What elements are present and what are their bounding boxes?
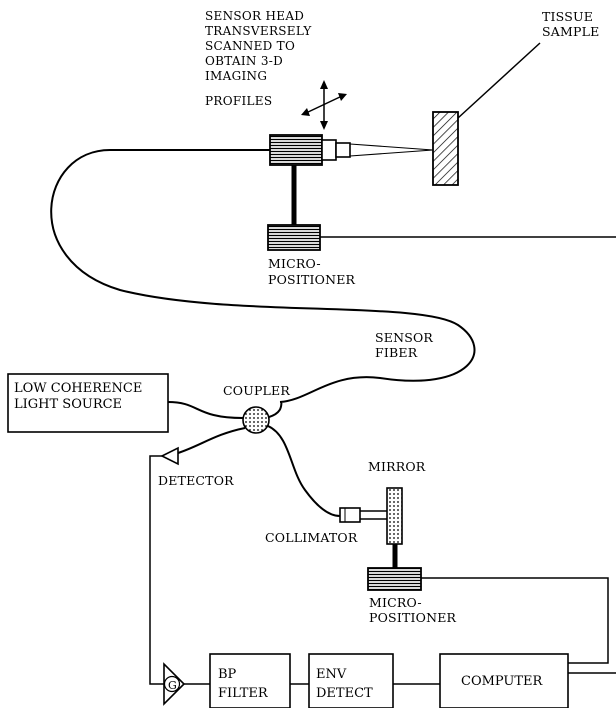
computer-label: COMPUTER xyxy=(461,674,544,689)
bp-filter-label-line: BP xyxy=(218,667,237,682)
micropositioner-top-block xyxy=(267,224,321,251)
sensor-head-note-line: SCANNED TO xyxy=(205,39,295,53)
sensor-fiber xyxy=(50,149,476,403)
sensor-head-lens xyxy=(321,139,337,161)
micropositioner-bottom-label-line: POSITIONER xyxy=(369,610,457,625)
sensor-fiber-label-line: SENSOR xyxy=(375,330,433,345)
sensor-fiber-label-line: FIBER xyxy=(375,345,418,360)
env-detect-label-line: DETECT xyxy=(316,686,373,701)
tissue-label-line: SAMPLE xyxy=(542,24,599,39)
collimator-label: COLLIMATOR xyxy=(265,530,358,545)
bp-filter-rect xyxy=(209,653,291,708)
micropositioner-top-label: MICRO- POSITIONER xyxy=(268,256,356,287)
detector-signal-line xyxy=(149,455,164,685)
tissue-label-line: TISSUE xyxy=(542,9,593,24)
env-detect-rect xyxy=(308,653,394,708)
coupler xyxy=(242,406,270,434)
detector-icon xyxy=(160,446,179,466)
tissue-sample-block xyxy=(432,111,459,186)
sensor-head-tip xyxy=(335,142,351,158)
micropositioner-bottom-label: MICRO- POSITIONER xyxy=(369,595,457,625)
coupler-label: COUPLER xyxy=(223,383,290,398)
env-detect-box: ENV DETECT xyxy=(308,653,394,708)
detector-label: DETECTOR xyxy=(158,473,234,488)
coupler-to-sensor-fiber xyxy=(268,401,283,418)
env-detect-label-line: ENV xyxy=(316,667,347,682)
tissue-sample-label: TISSUE SAMPLE xyxy=(457,9,599,119)
light-source-label-line: LIGHT SOURCE xyxy=(14,397,122,412)
amplifier: G xyxy=(163,662,186,706)
mirror-block xyxy=(386,487,403,545)
micropositioner-bottom-cable xyxy=(421,577,609,664)
computer-rect xyxy=(439,653,569,708)
amplifier-label: G xyxy=(168,679,177,692)
bp-filter-label-line: FILTER xyxy=(218,686,269,701)
sensor-head xyxy=(269,134,351,166)
micropositioner-top-label-line: MICRO- xyxy=(268,256,321,271)
probe-beam xyxy=(349,143,434,157)
micropositioner-top-label-line: POSITIONER xyxy=(268,272,356,287)
light-source-box: LOW COHERENCE LIGHT SOURCE xyxy=(7,373,169,433)
micropositioner-bottom-block xyxy=(367,567,422,591)
sensor-fiber-label: SENSOR FIBER xyxy=(375,330,433,360)
sensor-head-note-line: TRANSVERSELY xyxy=(205,24,312,38)
computer-box: COMPUTER xyxy=(439,653,569,708)
sensor-head-note-line: OBTAIN 3-D xyxy=(205,54,283,68)
mirror-label: MIRROR xyxy=(368,459,426,474)
light-source-label-line: LOW COHERENCE xyxy=(14,381,142,396)
bp-filter-box: BP FILTER xyxy=(209,653,291,708)
reference-arm-fiber xyxy=(267,425,341,517)
sensor-head-note-line: SENSOR HEAD xyxy=(205,9,304,23)
scan-direction-arrows-icon xyxy=(301,80,347,130)
micropositioner-bottom-label-line: MICRO- xyxy=(369,595,422,610)
tissue-leader-line xyxy=(457,42,541,119)
light-source-fiber xyxy=(167,401,244,419)
collimator-body xyxy=(339,507,361,523)
sensor-head-note-line: PROFILES xyxy=(205,94,272,108)
detector-fiber xyxy=(177,427,246,454)
sensor-head-note-line: IMAGING xyxy=(205,69,267,83)
sensor-head-note: SENSOR HEAD TRANSVERSELY SCANNED TO OBTA… xyxy=(205,9,312,108)
sensor-head-body xyxy=(269,134,323,166)
